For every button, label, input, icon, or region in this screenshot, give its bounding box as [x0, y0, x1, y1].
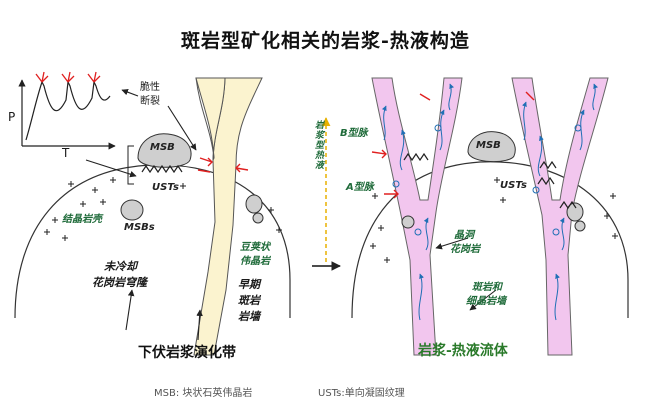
msbs-blob-1 — [120, 199, 144, 221]
right-vein-right — [511, 77, 609, 356]
pt-chart — [18, 71, 116, 150]
msb-label-right: MSB — [476, 140, 501, 151]
msb-label-left: MSB — [150, 142, 175, 153]
crystal-granite-label-1: 晶洞 — [454, 230, 474, 241]
msbs-label: MSBs — [124, 222, 155, 233]
legend-usts: USTs:单向凝固纹理 — [318, 388, 405, 399]
early-dike-label-1: 早期 — [238, 278, 260, 291]
right-subtitle: 岩浆-热液流体 — [418, 343, 508, 359]
early-dike-label-3: 岩墙 — [238, 310, 260, 323]
right-crystal-marks — [370, 177, 618, 263]
p-axis-label: P — [8, 110, 16, 124]
early-dike-label-2: 斑岩 — [238, 294, 260, 307]
carapace-label: 结晶岩壳 — [62, 214, 102, 225]
brittle-label-1: 脆性 — [140, 82, 160, 93]
fluid-flow-lines — [381, 83, 598, 321]
b-vein-label: B型脉 — [340, 128, 368, 139]
right-usts-teeth — [403, 152, 577, 210]
right-vein-left — [371, 77, 463, 356]
crystal-granite-label-2: 花岗岩 — [450, 244, 480, 255]
left-msb-blob — [137, 133, 192, 168]
left-usts-teeth — [141, 164, 183, 174]
time-axis-label: 岩浆型热液 — [313, 120, 323, 170]
right-red-arrows — [371, 91, 535, 199]
cupola-label-2: 花岗岩穹隆 — [92, 276, 147, 289]
pressure-curve — [25, 79, 111, 141]
right-dome-outline — [351, 161, 629, 319]
aplitic-label-1: 豆荚状 — [240, 242, 270, 253]
fracture-marks — [35, 71, 101, 83]
left-red-arrows — [197, 157, 249, 173]
brittle-label-2: 断裂 — [140, 96, 160, 107]
porphyry-dike-label-1: 斑岩和 — [472, 282, 502, 293]
left-subtitle: 下伏岩浆演化带 — [138, 345, 236, 361]
legend-msb: MSB: 块状石英伟晶岩 — [154, 388, 253, 399]
porphyry-dike-label-2: 细晶岩墙 — [466, 296, 506, 307]
cupola-label-1: 未冷却 — [104, 260, 137, 273]
left-crystal-marks — [44, 177, 282, 241]
msbs-blob-2 — [245, 194, 263, 214]
right-msb-blob — [467, 131, 516, 162]
usts-label-right: USTs — [500, 180, 527, 191]
aplitic-label-2: 伟晶岩 — [240, 256, 270, 267]
a-vein-label: A型脉 — [346, 182, 374, 193]
page-title: 斑岩型矿化相关的岩浆-热液构造 — [181, 30, 470, 52]
usts-label-left: USTs — [152, 182, 179, 193]
t-axis-label: T — [62, 146, 70, 160]
